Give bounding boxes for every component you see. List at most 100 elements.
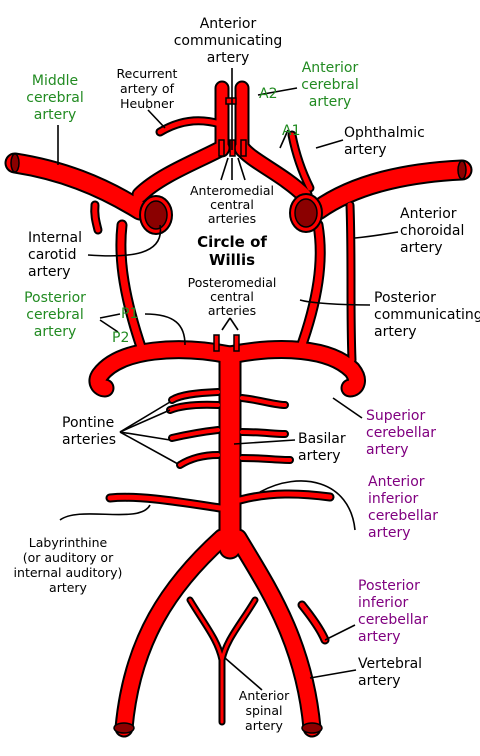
ophthalmic-artery xyxy=(289,132,313,191)
label-basilar: Basilar artery xyxy=(298,431,346,464)
svg-text:Internal: Internal xyxy=(28,230,82,246)
svg-text:Posterior: Posterior xyxy=(358,578,420,594)
svg-text:Anterior: Anterior xyxy=(200,16,257,32)
label-posteromedial-central: Posteromedial central arteries xyxy=(188,275,277,318)
pontine-artery xyxy=(240,456,292,462)
label-labyrinthine: Labyrinthine (or auditory or internal au… xyxy=(14,535,123,595)
anterior-communicating-artery xyxy=(225,97,237,105)
left-anterior-choroidal-artery xyxy=(92,202,101,233)
svg-text:Anterior: Anterior xyxy=(368,474,425,490)
svg-text:artery of: artery of xyxy=(120,81,175,96)
svg-text:cerebral: cerebral xyxy=(301,77,358,93)
svg-text:artery: artery xyxy=(366,442,408,458)
svg-text:Ophthalmic: Ophthalmic xyxy=(344,125,425,141)
svg-text:inferior: inferior xyxy=(358,595,409,611)
pontine-artery xyxy=(178,453,220,467)
left-vertebral-artery xyxy=(116,530,230,736)
label-posterior-cerebral: Posterior cerebral artery xyxy=(24,290,86,340)
internal-carotid-cut-right xyxy=(289,193,323,233)
svg-text:Recurrent: Recurrent xyxy=(117,66,178,81)
label-anterior-spinal: Anterior spinal artery xyxy=(239,688,290,733)
pontine-artery xyxy=(168,402,220,412)
left-posterior-communicating-artery xyxy=(117,221,146,354)
pontine-artery xyxy=(240,430,287,436)
svg-text:artery: artery xyxy=(309,94,351,110)
svg-text:artery: artery xyxy=(358,629,400,645)
left-middle-cerebral-artery xyxy=(6,154,149,219)
svg-text:inferior: inferior xyxy=(368,491,419,507)
svg-text:artery: artery xyxy=(207,50,249,66)
svg-text:artery: artery xyxy=(49,580,88,595)
svg-text:choroidal: choroidal xyxy=(400,223,464,239)
svg-text:cerebellar: cerebellar xyxy=(368,508,438,524)
svg-text:arteries: arteries xyxy=(62,432,116,448)
svg-text:Heubner: Heubner xyxy=(120,96,175,111)
svg-text:cerebellar: cerebellar xyxy=(358,612,428,628)
label-anteromedial-central: Anteromedial central arteries xyxy=(190,183,274,226)
svg-text:arteries: arteries xyxy=(208,303,256,318)
label-anterior-inferior-cerebellar: Anterior inferior cerebellar artery xyxy=(368,474,438,541)
anterior-spinal-artery xyxy=(188,598,224,724)
label-recurrent-heubner: Recurrent artery of Heubner xyxy=(117,66,178,111)
svg-text:Middle: Middle xyxy=(32,73,78,89)
svg-text:communicating: communicating xyxy=(174,33,283,49)
svg-text:central: central xyxy=(210,197,254,212)
right-anterior-choroidal-artery xyxy=(347,202,355,363)
svg-text:Willis: Willis xyxy=(209,251,255,269)
label-ophthalmic: Ophthalmic artery xyxy=(344,125,425,158)
svg-text:artery: artery xyxy=(34,107,76,123)
label-vertebral: Vertebral artery xyxy=(358,656,422,689)
pontine-artery xyxy=(240,396,287,407)
svg-text:cerebral: cerebral xyxy=(26,90,83,106)
label-superior-cerebellar: Superior cerebellar artery xyxy=(366,408,436,458)
pontine-artery xyxy=(170,428,220,440)
posteromedial-branches xyxy=(213,334,240,352)
svg-text:artery: artery xyxy=(298,448,340,464)
left-anterior-cerebral-a1 xyxy=(133,141,229,202)
svg-text:cerebral: cerebral xyxy=(26,307,83,323)
label-anterior-choroidal: Anterior choroidal artery xyxy=(400,206,464,256)
svg-text:carotid: carotid xyxy=(28,247,77,263)
svg-text:artery: artery xyxy=(358,673,400,689)
label-a1: A1 xyxy=(282,123,300,139)
internal-carotid-cut-left xyxy=(139,195,173,235)
left-posterior-cerebral-artery xyxy=(90,342,238,396)
label-internal-carotid: Internal carotid artery xyxy=(28,230,82,280)
svg-text:artery: artery xyxy=(368,525,410,541)
right-middle-cerebral-artery xyxy=(309,161,471,219)
label-p2: P2 xyxy=(112,330,129,346)
label-pontine: Pontine arteries xyxy=(62,415,116,448)
svg-text:Vertebral: Vertebral xyxy=(358,656,422,672)
svg-text:Anterior: Anterior xyxy=(302,60,359,76)
svg-text:Pontine: Pontine xyxy=(62,415,114,431)
page-title: Circle of Willis xyxy=(197,233,267,269)
label-middle-cerebral: Middle cerebral artery xyxy=(26,73,83,123)
svg-text:(or auditory or: (or auditory or xyxy=(23,550,114,565)
label-anterior-cerebral: Anterior cerebral artery xyxy=(301,60,358,110)
svg-text:Circle of: Circle of xyxy=(197,233,267,251)
svg-text:Anteromedial: Anteromedial xyxy=(190,183,274,198)
svg-text:Posterior: Posterior xyxy=(24,290,86,306)
right-posterior-communicating-artery xyxy=(296,221,324,354)
right-anterior-inferior-cerebellar-artery xyxy=(237,491,333,503)
svg-text:Basilar: Basilar xyxy=(298,431,346,447)
anterior-spinal-artery-branch xyxy=(220,598,257,662)
svg-text:Anterior: Anterior xyxy=(400,206,457,222)
svg-text:artery: artery xyxy=(34,324,76,340)
svg-text:artery: artery xyxy=(245,718,284,733)
label-posterior-communicating: Posterior communicating artery xyxy=(374,290,480,340)
leader-lines xyxy=(57,68,399,691)
recurrent-artery-of-heubner xyxy=(157,118,223,135)
svg-text:internal auditory): internal auditory) xyxy=(14,565,123,580)
svg-text:Labyrinthine: Labyrinthine xyxy=(29,535,108,550)
svg-text:artery: artery xyxy=(344,142,386,158)
svg-text:Anterior: Anterior xyxy=(239,688,290,703)
left-anterior-inferior-cerebellar-artery xyxy=(107,494,223,511)
svg-text:communicating: communicating xyxy=(374,307,480,323)
label-p1: P1 xyxy=(121,306,138,322)
posterior-inferior-cerebellar-artery xyxy=(299,602,328,643)
svg-text:artery: artery xyxy=(400,240,442,256)
label-a2: A2 xyxy=(259,86,277,102)
svg-text:Superior: Superior xyxy=(366,408,425,424)
